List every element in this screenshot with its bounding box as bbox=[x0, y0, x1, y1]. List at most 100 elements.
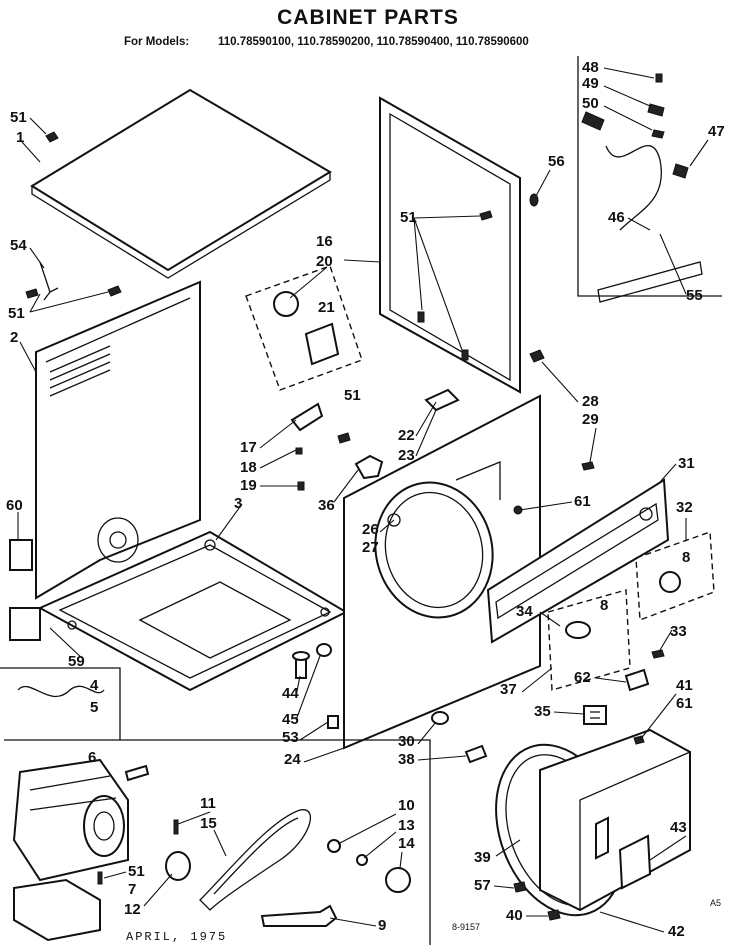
callout-label: 28 bbox=[582, 393, 599, 410]
callout-label: 31 bbox=[678, 455, 695, 472]
part-56 bbox=[529, 193, 539, 207]
callout-label: 56 bbox=[548, 153, 565, 170]
bracket-17-part bbox=[290, 402, 324, 491]
callout-label: 3 bbox=[234, 495, 242, 512]
callout-label: 16 bbox=[316, 233, 333, 250]
part-10-13-14 bbox=[327, 839, 411, 893]
part-22 bbox=[424, 388, 460, 412]
callout-label: 4 bbox=[90, 677, 99, 694]
part-57 bbox=[513, 881, 527, 893]
part-40 bbox=[547, 909, 561, 921]
callout-label: 17 bbox=[240, 439, 257, 456]
callout-label: 35 bbox=[534, 703, 551, 720]
callout-label: 36 bbox=[318, 497, 335, 514]
callout-label: 49 bbox=[582, 75, 599, 92]
part-6 bbox=[124, 764, 150, 782]
screw-icon bbox=[479, 210, 493, 221]
console-knobs-group bbox=[547, 531, 715, 691]
leveling-leg-part bbox=[292, 643, 332, 679]
callout-label: 48 bbox=[582, 59, 599, 76]
callout-label: 43 bbox=[670, 819, 687, 836]
label-60-part bbox=[9, 539, 33, 571]
rear-door-part bbox=[379, 96, 521, 394]
callout-label: 61 bbox=[574, 493, 591, 510]
console-part bbox=[486, 478, 670, 644]
front-panel-part bbox=[343, 394, 541, 750]
callout-label: 39 bbox=[474, 849, 491, 866]
callout-label: 45 bbox=[282, 711, 299, 728]
leader-lines bbox=[17, 67, 709, 933]
callout-label: 9 bbox=[378, 917, 386, 934]
callout-label: 8 bbox=[682, 549, 690, 566]
callout-label: 40 bbox=[506, 907, 523, 924]
part-28 bbox=[529, 349, 545, 363]
part-35 bbox=[583, 705, 607, 725]
callout-label: 53 bbox=[282, 729, 299, 746]
drawing-number: 8-9157 bbox=[452, 922, 480, 932]
callout-label: 12 bbox=[124, 901, 141, 918]
screw-icon bbox=[417, 311, 425, 323]
callout-label: 11 bbox=[200, 795, 216, 812]
callout-label: 42 bbox=[668, 923, 685, 940]
callout-label: 46 bbox=[608, 209, 625, 226]
callout-label: 61 bbox=[676, 695, 693, 712]
callout-label: 44 bbox=[282, 685, 299, 702]
callout-label: 51 bbox=[10, 109, 27, 126]
callout-label: 37 bbox=[500, 681, 517, 698]
drum-assembly-part bbox=[495, 728, 691, 917]
vent-louvers bbox=[49, 345, 111, 397]
part-29 bbox=[581, 461, 595, 471]
side-panel-part bbox=[35, 280, 201, 600]
callout-label: 62 bbox=[574, 669, 591, 686]
callout-label: 19 bbox=[240, 477, 257, 494]
page-title: CABINET PARTS bbox=[277, 6, 459, 29]
callout-label: 21 bbox=[318, 299, 335, 316]
callout-label: 1 bbox=[16, 129, 24, 146]
callout-labels: 51 1 54 51 2 60 59 4 5 6 3 17 18 19 36 5… bbox=[6, 59, 725, 940]
callout-label: 51 bbox=[8, 305, 25, 322]
pulley-part bbox=[165, 851, 191, 881]
screw-icon bbox=[461, 349, 469, 361]
callout-label: 51 bbox=[128, 863, 145, 880]
part-20-group bbox=[245, 265, 363, 391]
callout-label: 51 bbox=[344, 387, 361, 404]
callout-label: 7 bbox=[128, 881, 136, 898]
callout-label: 55 bbox=[686, 287, 703, 304]
callout-label: 38 bbox=[398, 751, 415, 768]
part-11 bbox=[173, 819, 179, 835]
callout-label: 33 bbox=[670, 623, 687, 640]
part-59 bbox=[9, 607, 41, 641]
drive-belt-part bbox=[199, 809, 311, 911]
cabinet-top-part bbox=[30, 88, 332, 279]
callout-label: 23 bbox=[398, 447, 415, 464]
part-26 bbox=[387, 513, 401, 527]
drawing-code: A5 bbox=[710, 898, 721, 908]
models-label: For Models: bbox=[124, 36, 189, 48]
part-33 bbox=[651, 649, 665, 659]
part-62 bbox=[624, 668, 650, 692]
callout-label: 29 bbox=[582, 411, 599, 428]
callout-label: 14 bbox=[398, 835, 415, 852]
callout-label: 13 bbox=[398, 817, 415, 834]
callout-label: 41 bbox=[676, 677, 693, 694]
screw-icon bbox=[45, 131, 59, 143]
footer-date: APRIL, 1975 bbox=[126, 930, 227, 944]
callout-label: 26 bbox=[362, 521, 379, 538]
motor-inset bbox=[0, 667, 431, 945]
callout-label: 27 bbox=[362, 539, 379, 556]
callout-label: 30 bbox=[398, 733, 415, 750]
callout-label: 5 bbox=[90, 699, 98, 716]
bracket-54-part bbox=[25, 261, 59, 301]
idler-arm-part-9 bbox=[260, 904, 338, 927]
part-51-screw bbox=[97, 871, 103, 885]
callout-label: 8 bbox=[600, 597, 608, 614]
screw-icon bbox=[107, 285, 122, 297]
callout-label: 57 bbox=[474, 877, 491, 894]
callout-label: 60 bbox=[6, 497, 23, 514]
callout-label: 34 bbox=[516, 603, 533, 620]
callout-label: 18 bbox=[240, 459, 257, 476]
callout-label: 24 bbox=[284, 751, 301, 768]
callout-label: 6 bbox=[88, 749, 96, 766]
part-30 bbox=[431, 711, 449, 725]
